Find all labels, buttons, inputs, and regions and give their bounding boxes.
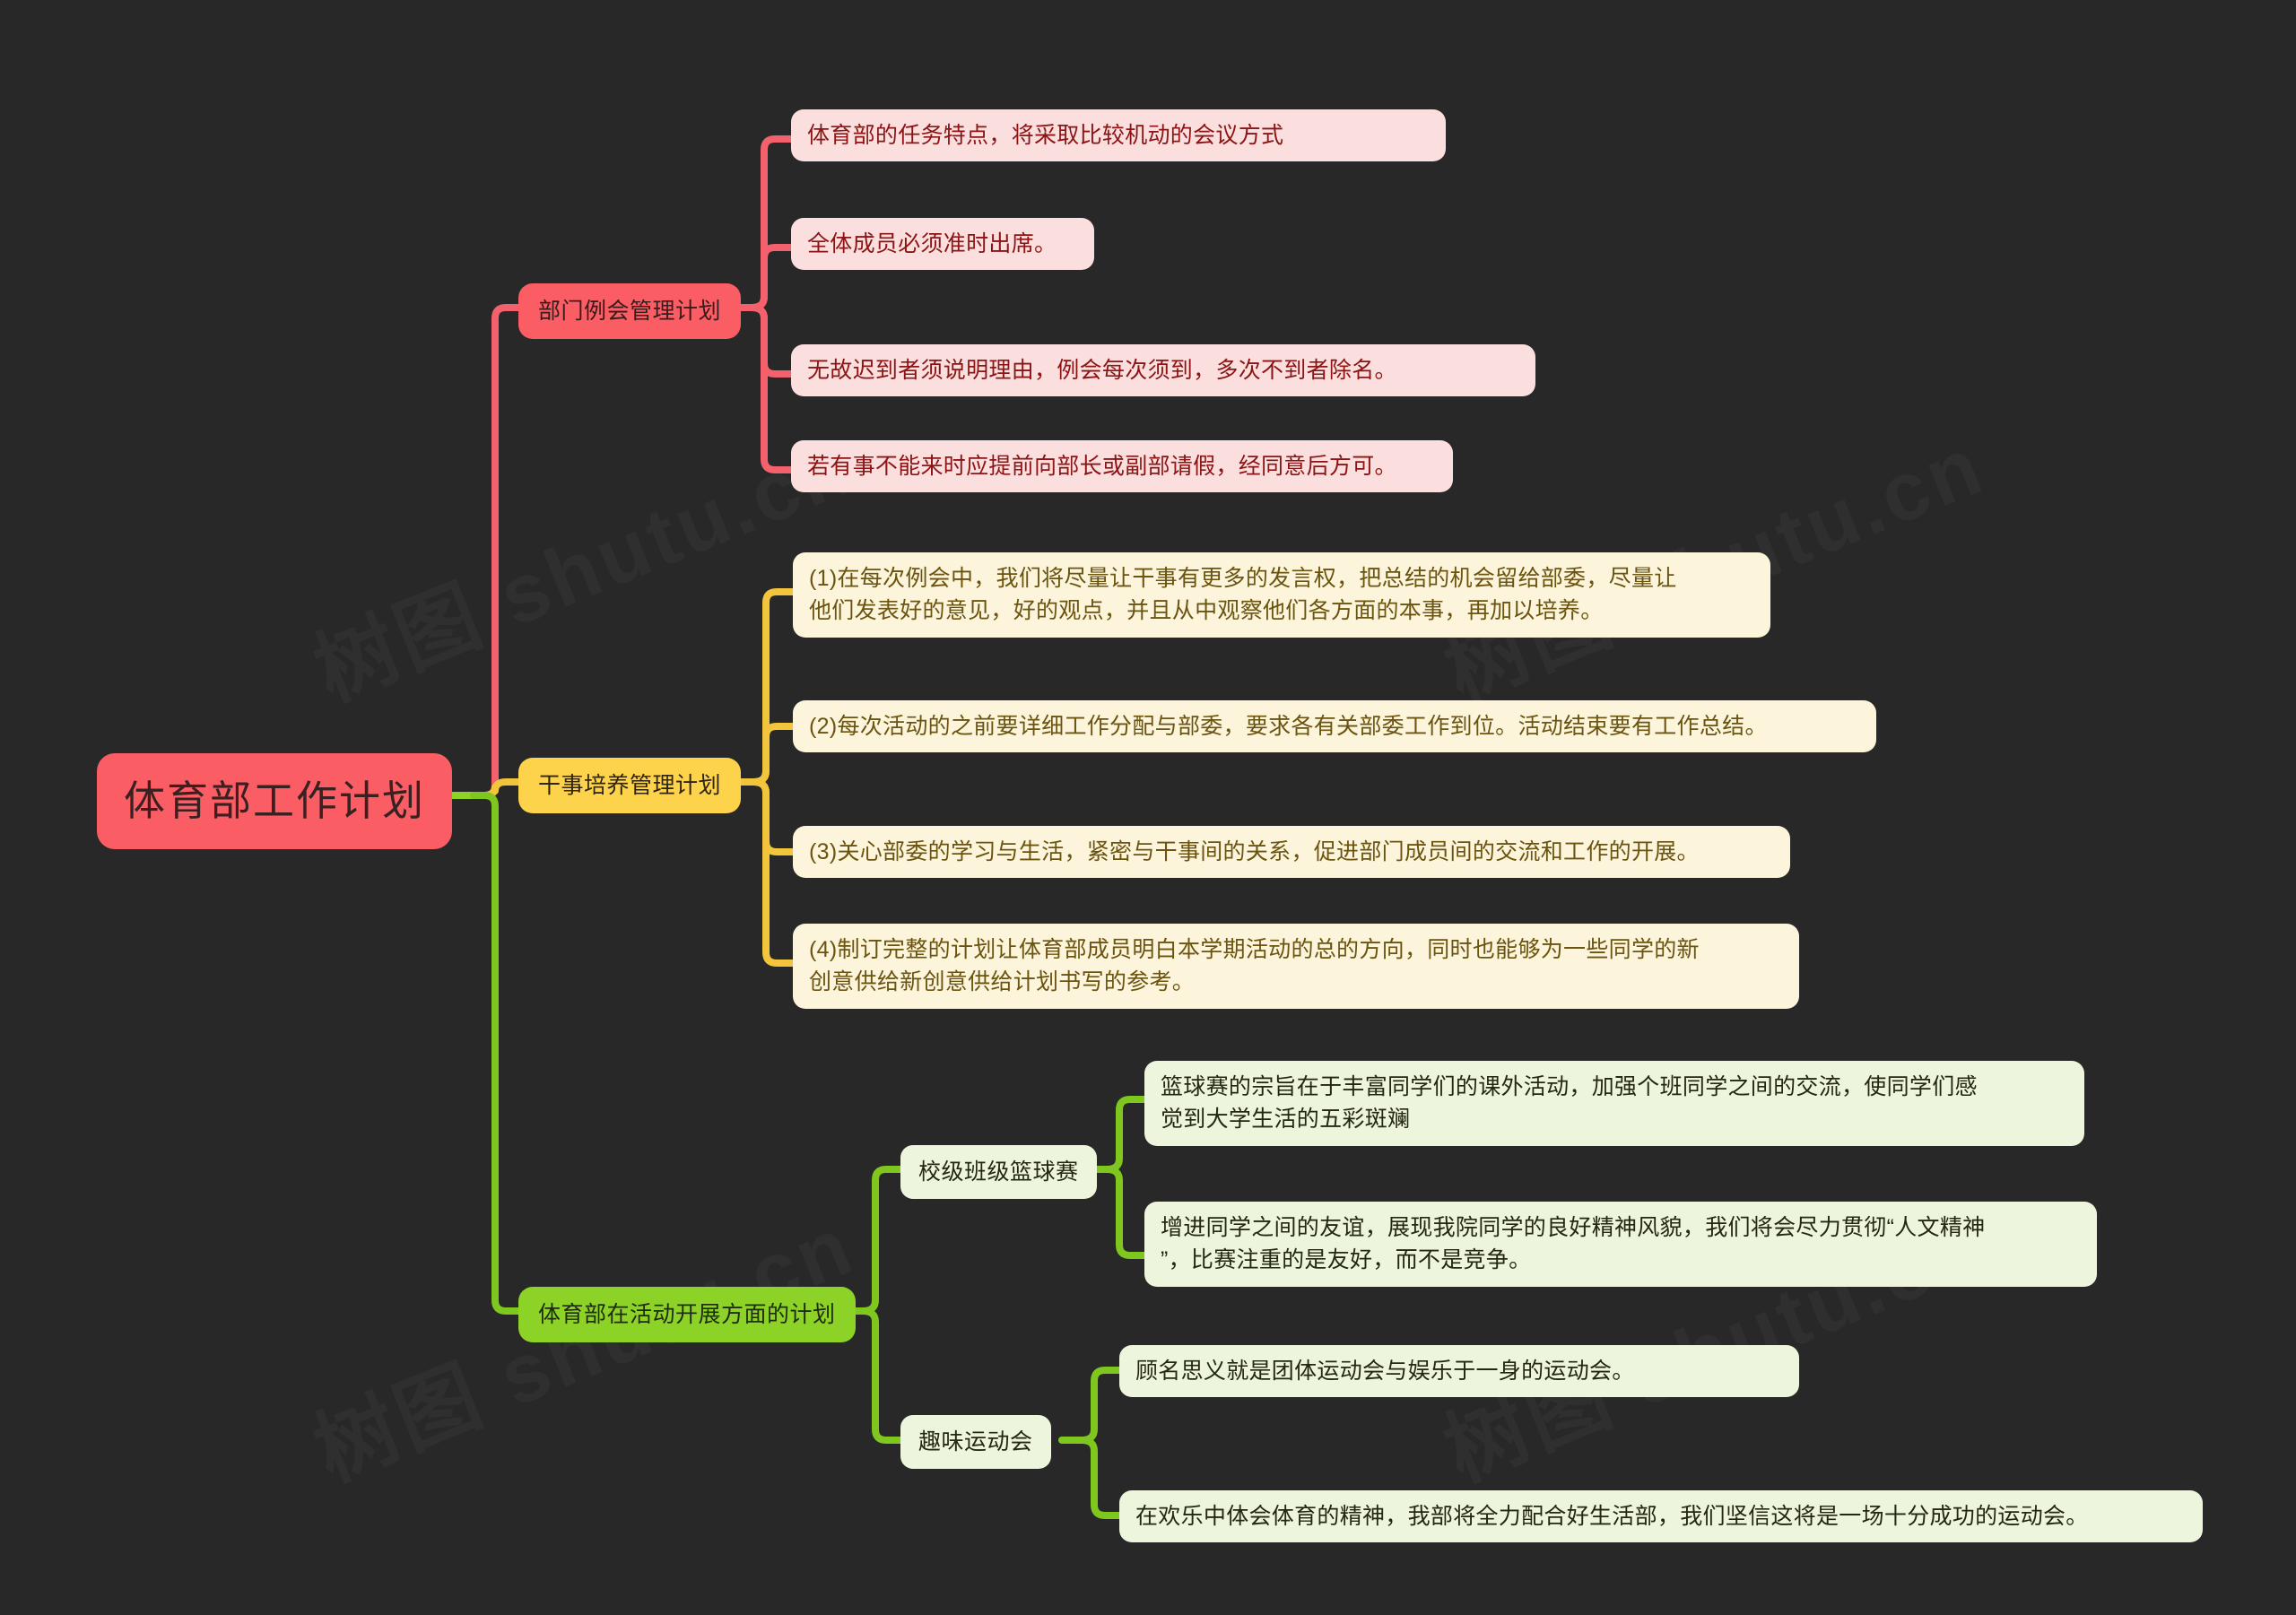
leaf-node-training-2[interactable]: (2)每次活动的之前要详细工作分配与部委，要求各有关部委工作到位。活动结束要有工…	[793, 700, 1876, 753]
leaf-node-funsports-1[interactable]: 顾名思义就是团体运动会与娱乐于一身的运动会。	[1119, 1345, 1799, 1398]
leaf-node-funsports-2-text: 在欢乐中体会体育的精神，我部将全力配合好生活部，我们坚信这将是一场十分成功的运动…	[1135, 1504, 2089, 1529]
watermark: 树图 shutu.cn	[294, 400, 868, 725]
branch-node-training-label: 干事培养管理计划	[538, 773, 722, 798]
subbranch-node-basketball-label: 校级班级篮球赛	[918, 1159, 1079, 1185]
root-node[interactable]: 体育部工作计划	[97, 753, 452, 849]
leaf-node-meeting-1[interactable]: 体育部的任务特点，将采取比较机动的会议方式	[791, 109, 1446, 162]
branch-node-training[interactable]: 干事培养管理计划	[518, 758, 742, 814]
branch-node-meeting-label: 部门例会管理计划	[538, 299, 722, 324]
leaf-node-funsports-2[interactable]: 在欢乐中体会体育的精神，我部将全力配合好生活部，我们坚信这将是一场十分成功的运动…	[1119, 1490, 2203, 1543]
leaf-node-training-2-text: (2)每次活动的之前要详细工作分配与部委，要求各有关部委工作到位。活动结束要有工…	[809, 714, 1768, 739]
leaf-node-meeting-4[interactable]: 若有事不能来时应提前向部长或副部请假，经同意后方可。	[791, 440, 1453, 493]
leaf-node-training-1-text: (1)在每次例会中，我们将尽量让干事有更多的发言权，把总结的机会留给部委，尽量让…	[809, 566, 1677, 624]
subbranch-node-basketball[interactable]: 校级班级篮球赛	[900, 1145, 1097, 1200]
leaf-node-meeting-1-text: 体育部的任务特点，将采取比较机动的会议方式	[807, 123, 1284, 148]
leaf-node-meeting-2-text: 全体成员必须准时出席。	[807, 231, 1057, 256]
leaf-node-training-1[interactable]: (1)在每次例会中，我们将尽量让干事有更多的发言权，把总结的机会留给部委，尽量让…	[793, 552, 1770, 638]
subbranch-node-funsports-label: 趣味运动会	[918, 1429, 1033, 1454]
leaf-node-meeting-3[interactable]: 无故迟到者须说明理由，例会每次须到，多次不到者除名。	[791, 344, 1535, 397]
branch-node-activity[interactable]: 体育部在活动开展方面的计划	[518, 1287, 856, 1343]
leaf-node-training-4[interactable]: (4)制订完整的计划让体育部成员明白本学期活动的总的方向，同时也能够为一些同学的…	[793, 924, 1799, 1009]
leaf-node-basketball-1[interactable]: 篮球赛的宗旨在于丰富同学们的课外活动，加强个班同学之间的交流，使同学们感 觉到大…	[1144, 1061, 2084, 1146]
subbranch-node-funsports[interactable]: 趣味运动会	[900, 1415, 1051, 1470]
leaf-node-training-4-text: (4)制订完整的计划让体育部成员明白本学期活动的总的方向，同时也能够为一些同学的…	[809, 937, 1700, 995]
leaf-node-meeting-3-text: 无故迟到者须说明理由，例会每次须到，多次不到者除名。	[807, 358, 1397, 383]
leaf-node-meeting-2[interactable]: 全体成员必须准时出席。	[791, 218, 1094, 271]
branch-node-meeting[interactable]: 部门例会管理计划	[518, 283, 742, 340]
leaf-node-training-3-text: (3)关心部委的学习与生活，紧密与干事间的关系，促进部门成员间的交流和工作的开展…	[809, 839, 1700, 864]
leaf-node-meeting-4-text: 若有事不能来时应提前向部长或副部请假，经同意后方可。	[807, 454, 1397, 479]
root-node-label: 体育部工作计划	[124, 777, 425, 824]
leaf-node-training-3[interactable]: (3)关心部委的学习与生活，紧密与干事间的关系，促进部门成员间的交流和工作的开展…	[793, 826, 1790, 879]
leaf-node-basketball-2-text: 增进同学之间的友谊，展现我院同学的良好精神风貌，我们将会尽力贯彻“人文精神 ”，…	[1161, 1215, 1986, 1273]
leaf-node-basketball-1-text: 篮球赛的宗旨在于丰富同学们的课外活动，加强个班同学之间的交流，使同学们感 觉到大…	[1161, 1074, 1978, 1133]
leaf-node-basketball-2[interactable]: 增进同学之间的友谊，展现我院同学的良好精神风貌，我们将会尽力贯彻“人文精神 ”，…	[1144, 1202, 2097, 1287]
leaf-node-funsports-1-text: 顾名思义就是团体运动会与娱乐于一身的运动会。	[1135, 1359, 1635, 1384]
branch-node-activity-label: 体育部在活动开展方面的计划	[538, 1302, 836, 1327]
